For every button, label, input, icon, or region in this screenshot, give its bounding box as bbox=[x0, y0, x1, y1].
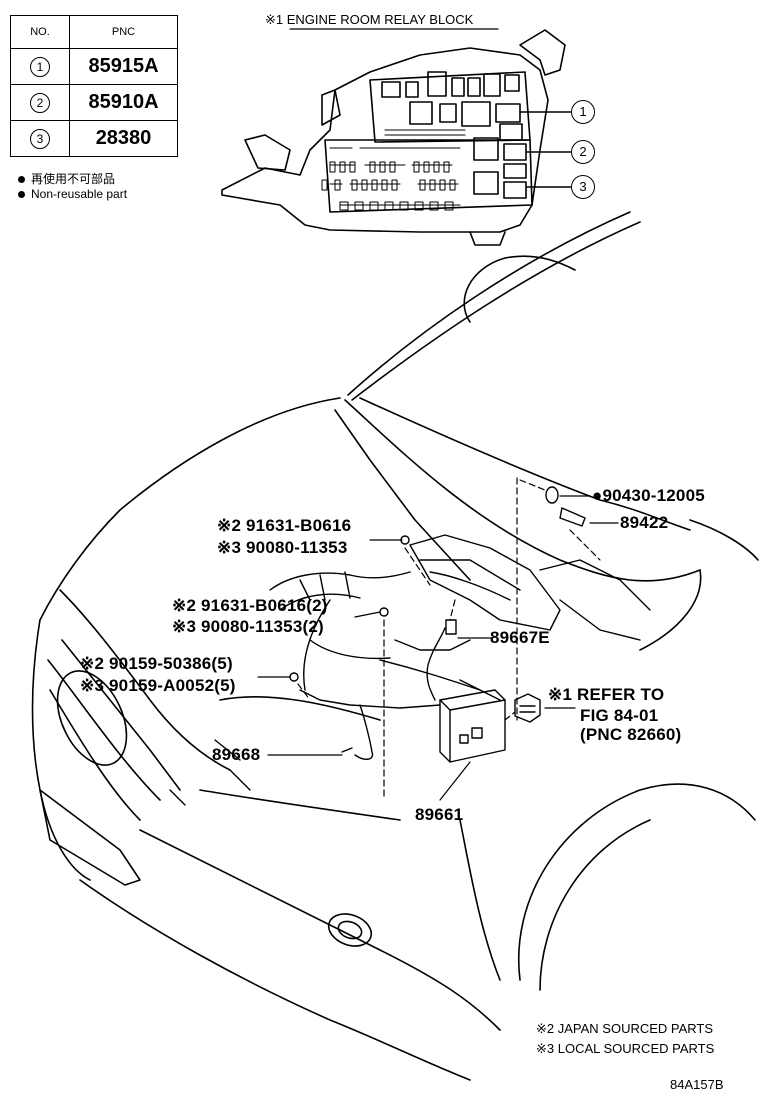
relay-block-title: ※1 ENGINE ROOM RELAY BLOCK bbox=[265, 12, 474, 27]
note-japan-sourced: ※2 JAPAN SOURCED PARTS bbox=[536, 1021, 714, 1036]
part-label-90159-b: ※3 90159-A0052(5) bbox=[80, 676, 236, 695]
part-label-90080-a: ※3 90080-11353 bbox=[217, 538, 348, 557]
legend-english: Non-reusable part bbox=[18, 187, 127, 201]
leader-lines bbox=[257, 477, 619, 801]
table-header-row: NO. PNC bbox=[10, 15, 178, 49]
relay-block-illustration bbox=[221, 28, 572, 246]
row-number-cell: 1 bbox=[10, 48, 70, 85]
row-number-cell: 3 bbox=[10, 120, 70, 157]
pnc-cell: 85910A bbox=[69, 84, 178, 121]
legend-english-text: Non-reusable part bbox=[31, 187, 128, 201]
part-label-89661: 89661 bbox=[415, 805, 464, 824]
part-label-90159-a: ※2 90159-50386(5) bbox=[80, 654, 233, 673]
column-header-no: NO. bbox=[10, 15, 70, 49]
column-header-pnc: PNC bbox=[69, 15, 178, 49]
refer-label-line1: ※1 REFER TO bbox=[548, 685, 665, 704]
engine-components bbox=[169, 486, 651, 806]
callout-number: 1 bbox=[30, 56, 50, 77]
bullet-icon bbox=[18, 191, 25, 199]
table-row: 2 85910A bbox=[10, 84, 178, 121]
callout-number: 3 bbox=[30, 128, 50, 149]
car-body-outline bbox=[31, 211, 759, 1081]
part-label-89422: 89422 bbox=[620, 513, 669, 532]
table-row: 1 85915A bbox=[10, 48, 178, 85]
part-label-90430: ●90430-12005 bbox=[592, 486, 705, 505]
ecu-module bbox=[439, 689, 506, 763]
callout-2: 2 bbox=[571, 140, 595, 164]
pnc-cell: 28380 bbox=[69, 120, 178, 157]
legend-japanese-text: 再使用不可部品 bbox=[31, 172, 116, 186]
pnc-cell: 85915A bbox=[69, 48, 178, 85]
note-local-sourced: ※3 LOCAL SOURCED PARTS bbox=[536, 1041, 715, 1056]
bullet-icon bbox=[18, 176, 25, 184]
part-label-91631-b: ※2 91631-B0616(2) bbox=[172, 596, 328, 615]
row-number-cell: 2 bbox=[10, 84, 70, 121]
part-label-89668: 89668 bbox=[212, 745, 261, 764]
figure-code: 84A157B bbox=[670, 1077, 724, 1092]
legend-japanese: 再使用不可部品 bbox=[18, 170, 115, 187]
pnc-table: NO. PNC 1 85915A 2 85910A 3 28380 bbox=[10, 15, 178, 157]
table-row: 3 28380 bbox=[10, 120, 178, 157]
callout-number: 2 bbox=[30, 92, 50, 113]
part-label-89667e: 89667E bbox=[490, 628, 550, 647]
callout-1: 1 bbox=[571, 100, 595, 124]
refer-label-line2: FIG 84-01 bbox=[580, 706, 659, 725]
part-label-91631-a: ※2 91631-B0616 bbox=[217, 516, 352, 535]
part-label-90080-b: ※3 90080-11353(2) bbox=[172, 617, 324, 636]
callout-3: 3 bbox=[571, 175, 595, 199]
refer-label-line3: (PNC 82660) bbox=[580, 725, 682, 744]
